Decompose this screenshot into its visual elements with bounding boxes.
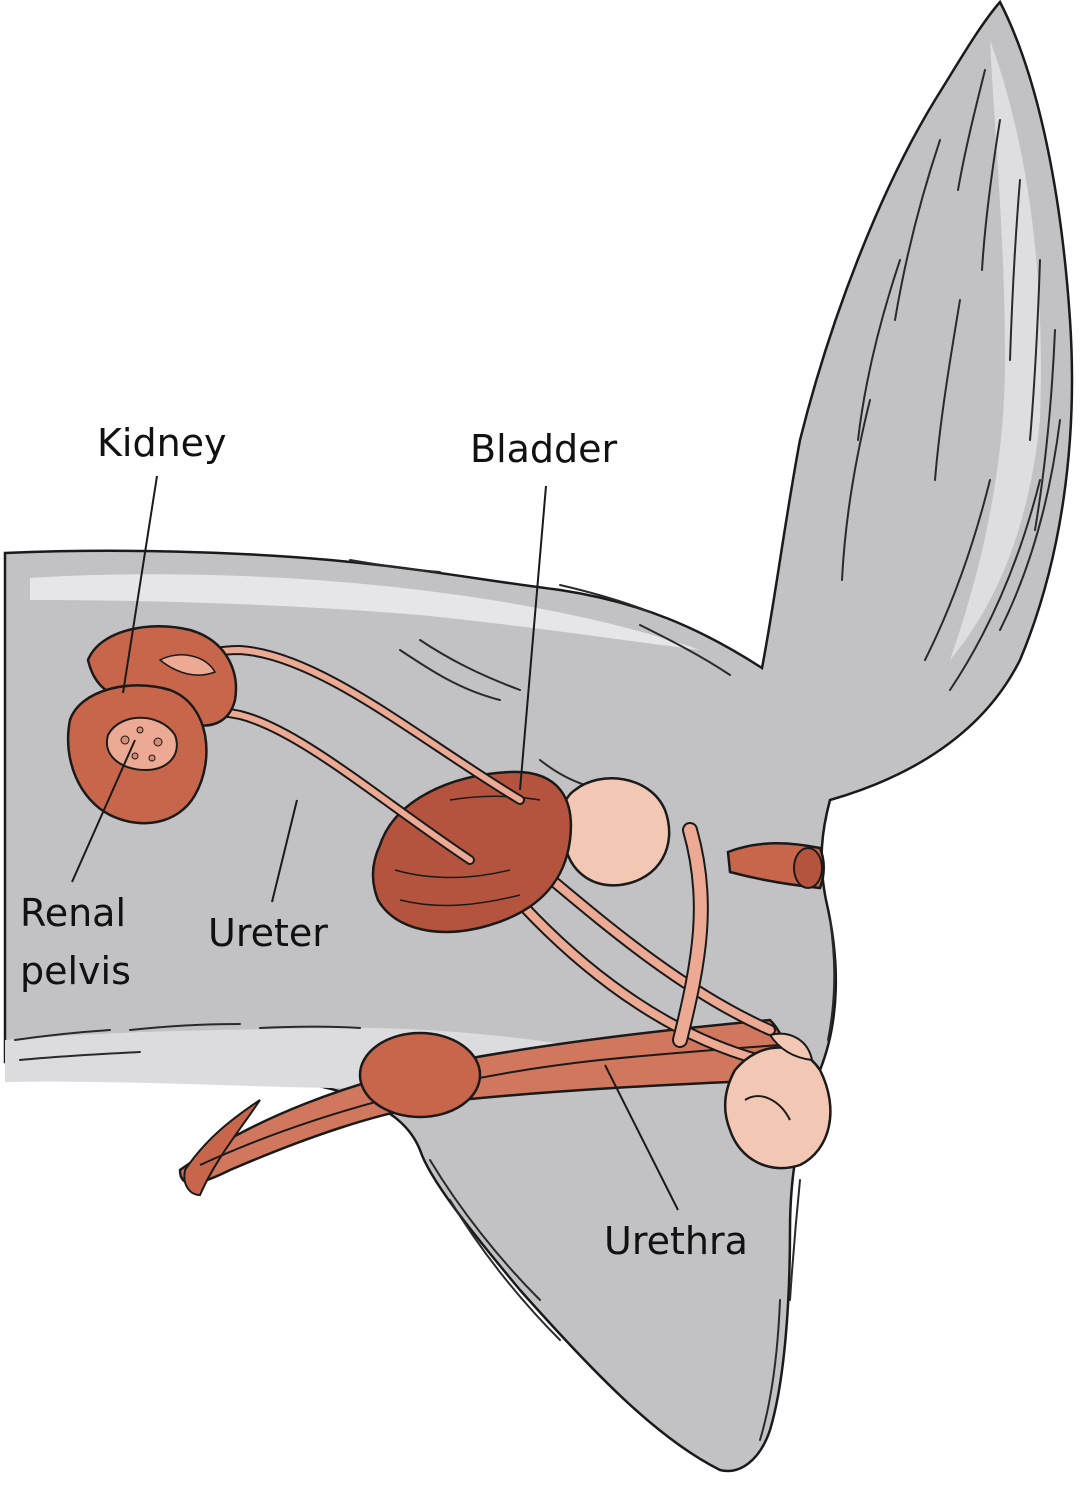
leader-kidney bbox=[122, 475, 158, 694]
leg-fur-strokes bbox=[429, 919, 836, 1441]
seminal-vesicle bbox=[560, 777, 671, 887]
tail-fur-strokes bbox=[841, 69, 1061, 691]
bulbourethral-gland bbox=[358, 1031, 482, 1119]
testis bbox=[723, 1032, 832, 1170]
leader-lines bbox=[71, 475, 679, 1211]
leader-bladder bbox=[519, 485, 547, 791]
label-kidney: Kidney bbox=[97, 421, 227, 465]
leader-ureter bbox=[271, 799, 298, 903]
anus bbox=[726, 842, 825, 890]
label-urethra: Urethra bbox=[604, 1219, 748, 1263]
urethra bbox=[178, 1018, 787, 1197]
back-highlight bbox=[30, 574, 700, 650]
label-ureter: Ureter bbox=[208, 911, 328, 955]
penis-tip bbox=[183, 1099, 261, 1197]
leader-urethra bbox=[604, 1064, 679, 1211]
kidneys bbox=[66, 625, 238, 825]
label-renal-pelvis-line1: Renal bbox=[20, 891, 127, 935]
renal-pelvis bbox=[105, 716, 178, 772]
bladder bbox=[371, 770, 573, 934]
label-renal-pelvis-line2: pelvis bbox=[20, 949, 131, 993]
belly-fur-strokes bbox=[14, 1023, 361, 1061]
back-fur-strokes bbox=[349, 559, 731, 786]
label-bladder: Bladder bbox=[470, 427, 618, 471]
leader-renal bbox=[71, 739, 136, 883]
